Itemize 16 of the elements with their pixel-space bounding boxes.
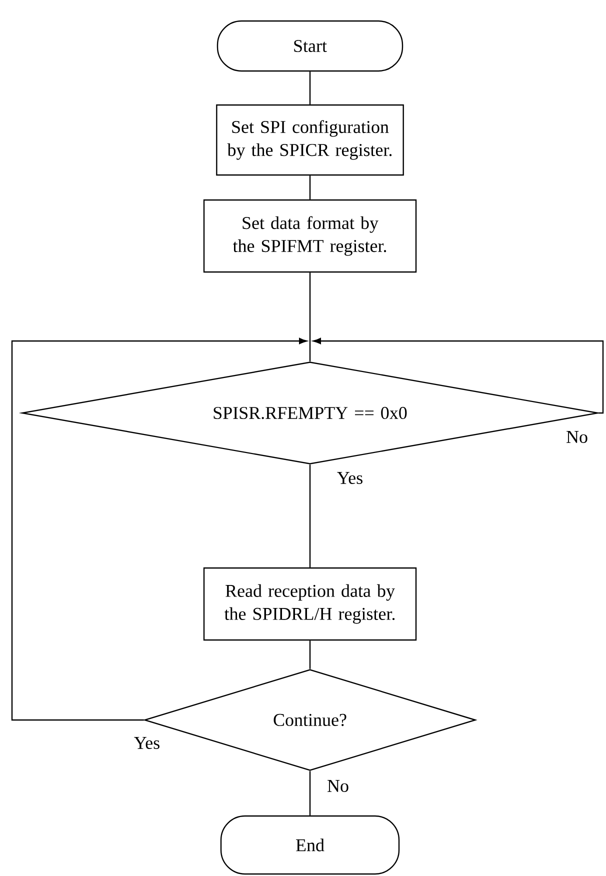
process-box: Read reception data by the SPIDRL/H register. (203, 567, 417, 641)
process-box: Set SPI configuration by the SPICR register. (216, 104, 404, 176)
terminal-box: End (220, 815, 400, 875)
edge-label: No (326, 779, 350, 793)
connector (309, 640, 311, 669)
connector (11, 338, 307, 721)
connector (309, 272, 311, 362)
edge-label: Yes (336, 471, 364, 485)
connector (309, 771, 311, 816)
connector (309, 72, 311, 104)
connector (309, 464, 311, 568)
connector (309, 176, 311, 200)
process-box: Set data format by the SPIFMT register. (203, 199, 417, 273)
connector (313, 338, 604, 414)
edge-label: No (565, 430, 589, 444)
terminal-box: Start (216, 20, 404, 72)
